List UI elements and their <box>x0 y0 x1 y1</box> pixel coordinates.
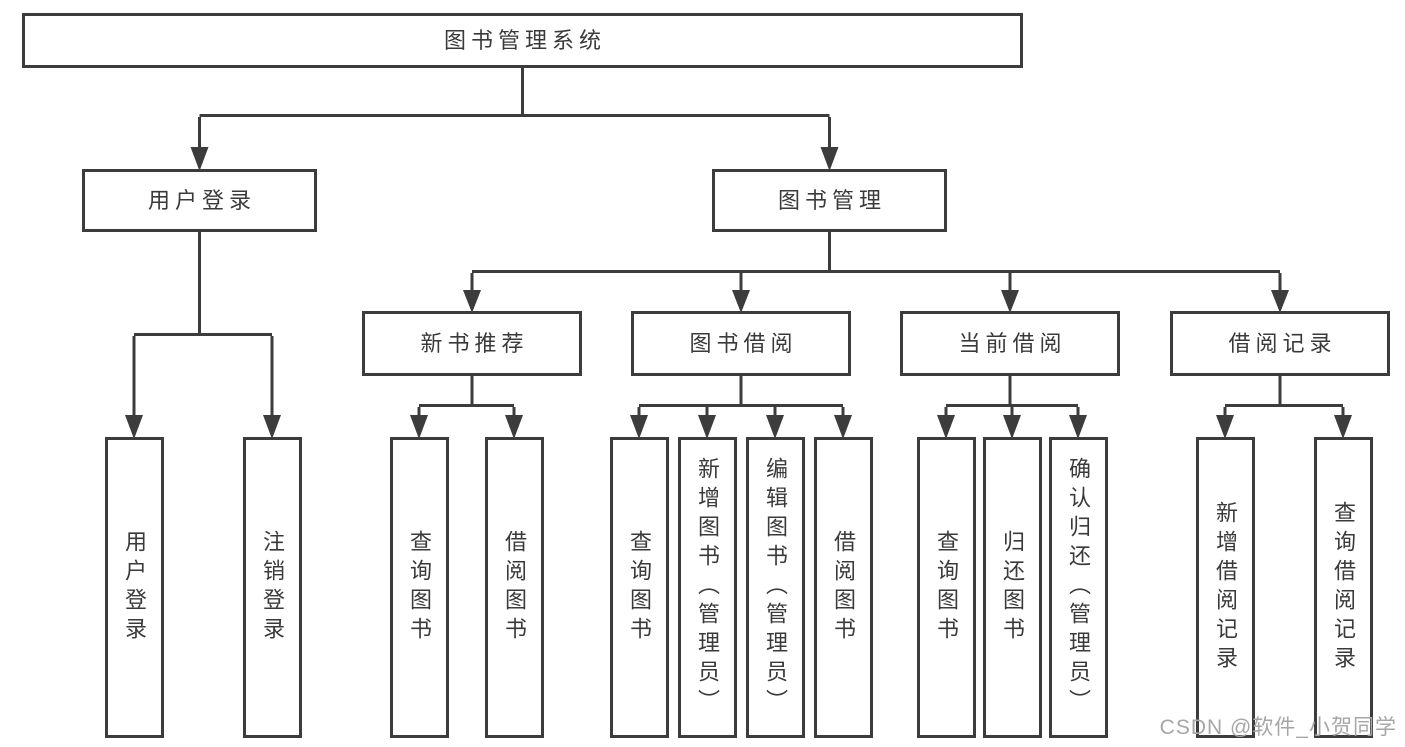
connector-newbookrec-to-leaves <box>417 374 516 417</box>
connector-bookmgmt-to-level3 <box>470 230 1282 292</box>
leaf-query-books-recommendation: 查询图书 <box>389 437 449 738</box>
leaf-borrow-books-borrowing: 借阅图书 <box>813 437 873 738</box>
connector-root-to-level2 <box>198 66 831 150</box>
node-current-borrowing: 当前借阅 <box>900 311 1120 376</box>
node-borrowing-records: 借阅记录 <box>1170 311 1390 376</box>
node-root-title: 图书管理系统 <box>22 13 1023 68</box>
connector-currentborrow-to-leaves <box>944 374 1080 417</box>
leaf-query-books-borrowing: 查询图书 <box>609 437 669 738</box>
node-new-book-recommendation: 新书推荐 <box>362 311 582 376</box>
connector-userlogin-to-leaves <box>132 230 274 417</box>
arrowhead-icon <box>1334 415 1352 439</box>
arrowhead-icon <box>190 147 209 171</box>
csdn-watermark: CSDN @软件_小贺同学 <box>1159 716 1397 739</box>
leaf-add-books-admin: 新增图书（管理员） <box>677 437 737 738</box>
arrowhead-icon <box>1216 415 1234 439</box>
node-book-borrowing: 图书借阅 <box>631 311 851 376</box>
connector-borrowrecords-to-leaves <box>1223 374 1345 417</box>
node-user-login: 用户登录 <box>82 169 317 232</box>
leaf-user-login: 用户登录 <box>104 437 164 738</box>
leaf-logout: 注销登录 <box>242 437 302 738</box>
leaf-edit-books-admin: 编辑图书（管理员） <box>745 437 805 738</box>
arrowhead-icon <box>125 415 143 439</box>
arrowhead-icon <box>1003 415 1021 439</box>
node-book-management: 图书管理 <box>712 169 947 232</box>
arrowhead-icon <box>937 415 955 439</box>
arrowhead-icon <box>1001 290 1019 313</box>
leaf-return-books: 归还图书 <box>982 437 1042 738</box>
arrowhead-icon <box>1271 290 1289 313</box>
arrowhead-icon <box>630 415 648 439</box>
leaf-query-borrow-record: 查询借阅记录 <box>1313 437 1373 738</box>
leaf-add-borrow-record: 新增借阅记录 <box>1195 437 1255 738</box>
arrowhead-icon <box>505 415 523 439</box>
arrowhead-icon <box>698 415 716 439</box>
leaf-query-books-current: 查询图书 <box>916 437 976 738</box>
connector-bookborrow-to-leaves <box>637 374 845 417</box>
leaf-confirm-return-admin: 确认归还（管理员） <box>1048 437 1108 738</box>
arrowhead-icon <box>820 147 839 171</box>
arrowhead-icon <box>463 290 481 313</box>
arrowhead-icon <box>766 415 784 439</box>
arrowhead-icon <box>410 415 428 439</box>
leaf-borrow-books-recommendation: 借阅图书 <box>484 437 544 738</box>
arrowhead-icon <box>732 290 750 313</box>
arrowhead-icon <box>1069 415 1087 439</box>
arrowhead-icon <box>263 415 281 439</box>
arrowhead-icon <box>834 415 852 439</box>
